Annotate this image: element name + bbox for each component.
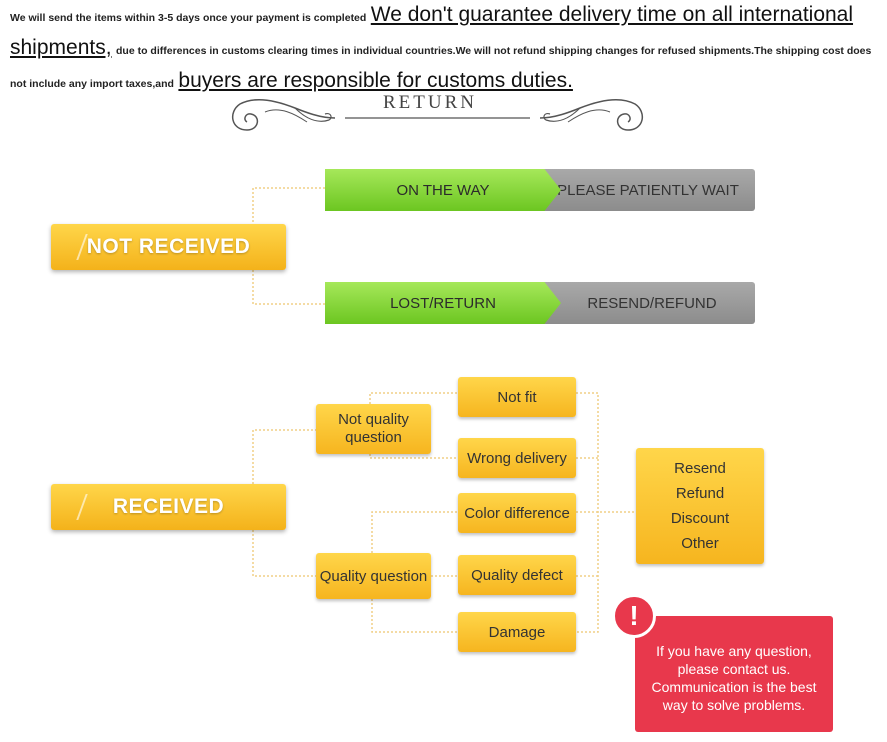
quality-box: Quality question: [316, 553, 431, 599]
on-the-way-segment: ON THE WAY: [325, 169, 561, 211]
alert-line-2: please contact us.: [677, 661, 791, 677]
return-title: RETURN: [383, 92, 477, 113]
option-refund: Refund: [675, 485, 725, 502]
notice-highlight-2: buyers are responsible for customs dutie…: [178, 69, 573, 92]
color-difference-box: Color difference: [458, 493, 576, 533]
damage-box: Damage: [458, 612, 576, 652]
not-fit-box: Not fit: [458, 377, 576, 417]
not-received-box: NOT RECEIVED: [51, 224, 286, 270]
on-the-way-label: ON THE WAY: [396, 181, 490, 199]
resend-refund-segment: RESEND/REFUND: [525, 282, 755, 324]
notice-text-2: due to differences in customs clearing t…: [10, 45, 872, 90]
notice-text-1: We will send the items within 3-5 days o…: [10, 12, 367, 24]
on-the-way-bar: PLEASE PATIENTLY WAIT ON THE WAY: [325, 169, 755, 211]
alert-line-3: Communication is the best: [651, 679, 817, 695]
alert-line-1: If you have any question,: [656, 643, 812, 659]
alert-line-4: way to solve problems.: [662, 697, 806, 713]
return-header: RETURN: [225, 90, 655, 136]
wrong-delivery-box: Wrong delivery: [458, 438, 576, 478]
not-fit-label: Not fit: [497, 388, 537, 406]
shipping-notice: We will send the items within 3-5 days o…: [10, 0, 880, 99]
resend-refund-label: RESEND/REFUND: [587, 294, 717, 312]
damage-label: Damage: [488, 623, 546, 641]
option-resend: Resend: [674, 460, 726, 477]
wait-segment: PLEASE PATIENTLY WAIT: [525, 169, 755, 211]
color-difference-label: Color difference: [464, 504, 570, 522]
not-quality-box: Not quality question: [316, 404, 431, 454]
chevron-icon: [62, 494, 88, 520]
lost-return-bar: RESEND/REFUND LOST/RETURN: [325, 282, 755, 324]
not-received-label: NOT RECEIVED: [86, 235, 251, 258]
resolution-options-box: Resend Refund Discount Other: [636, 448, 764, 564]
received-label: RECEIVED: [112, 495, 225, 518]
wrong-delivery-label: Wrong delivery: [467, 449, 567, 467]
lost-return-label: LOST/RETURN: [390, 294, 496, 312]
notice-highlight-1: We don't guarantee delivery time on all …: [10, 3, 854, 59]
quality-label: Quality question: [319, 567, 428, 585]
wait-label: PLEASE PATIENTLY WAIT: [557, 181, 739, 199]
lost-return-segment: LOST/RETURN: [325, 282, 561, 324]
option-discount: Discount: [670, 510, 730, 527]
received-box: RECEIVED: [51, 484, 286, 530]
contact-alert-box: If you have any question, please contact…: [635, 616, 833, 732]
not-quality-label: Not quality question: [338, 411, 409, 446]
chevron-icon: [62, 234, 88, 260]
ornament-icon: [231, 98, 644, 131]
quality-defect-label: Quality defect: [471, 566, 563, 584]
option-other: Other: [681, 535, 719, 552]
exclamation-icon: !: [612, 594, 656, 638]
quality-defect-box: Quality defect: [458, 555, 576, 595]
